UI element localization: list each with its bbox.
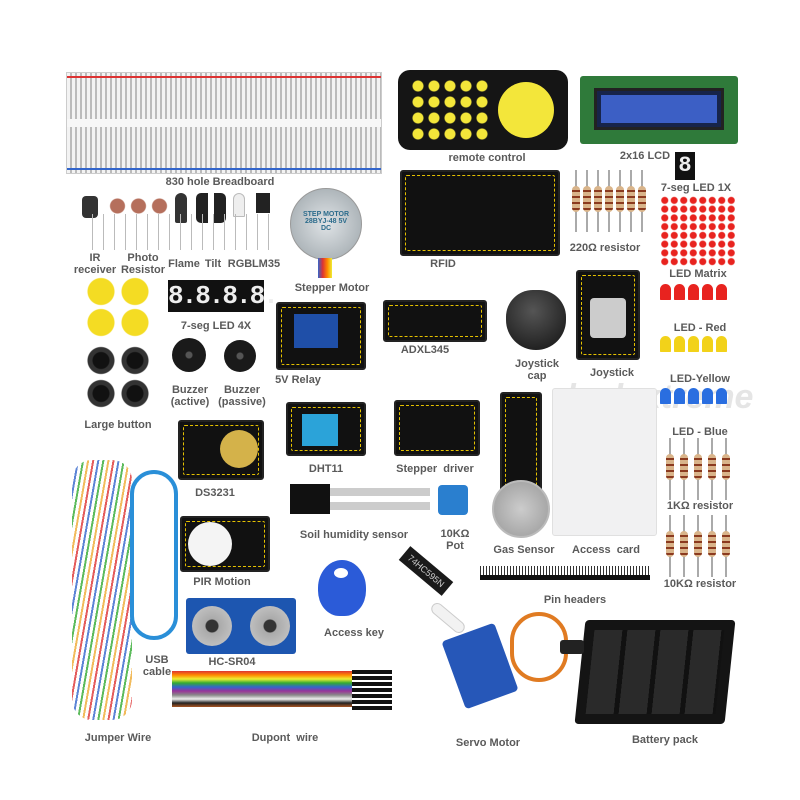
label-relay: 5V Relay — [275, 374, 321, 386]
seg-led-1x: 8 — [675, 152, 695, 180]
label-battery: Battery pack — [631, 734, 699, 746]
label-pin-headers: Pin headers — [543, 594, 607, 606]
seg-led-4x: 8.8.8.8. — [168, 280, 279, 312]
label-servo: Servo Motor — [455, 737, 521, 749]
remote-control — [398, 70, 568, 150]
label-usb: USB cable — [142, 654, 172, 678]
dupont-connectors — [352, 670, 392, 710]
label-stepper-driver: Stepper driver — [396, 463, 474, 475]
servo-motor — [441, 622, 519, 710]
label-remote: remote control — [448, 152, 526, 164]
dupont-wires — [172, 671, 352, 707]
label-adxl: ADXL345 — [400, 344, 450, 356]
chip-74hc595n: 74HC595N — [398, 546, 454, 596]
label-10k-resistor: 10KΩ resistor — [663, 578, 737, 590]
label-led-matrix: LED Matrix — [669, 268, 727, 280]
photo-resistors — [107, 198, 169, 214]
large-buttons — [84, 344, 152, 410]
label-led-red: LED - Red — [673, 322, 727, 334]
stepper-wires — [318, 258, 332, 278]
label-pir: PIR Motion — [193, 576, 251, 588]
ir-receiver — [82, 196, 98, 218]
dht11-module — [286, 402, 366, 456]
joystick-cap — [506, 290, 566, 350]
label-joystick: Joystick — [589, 367, 635, 379]
button-caps — [84, 276, 152, 338]
lcd-2x16 — [580, 76, 738, 144]
label-led-blue: LED - Blue — [672, 426, 728, 438]
label-joystick-cap: Joystick cap — [514, 358, 560, 382]
label-breadboard: 830 hole Breadboard — [165, 176, 275, 188]
pir-motion-module — [180, 516, 270, 572]
label-rfid: RFID — [430, 258, 456, 270]
label-led-yellow: LED-Yellow — [670, 373, 730, 385]
buzzer-active — [172, 338, 206, 372]
adxl345-module — [383, 300, 487, 342]
breadboard — [66, 72, 382, 174]
label-flame: Flame — [168, 258, 200, 270]
label-ds3231: DS3231 — [195, 487, 235, 499]
label-tilt: Tilt — [204, 258, 222, 270]
label-soil: Soil humidity sensor — [299, 529, 409, 541]
label-gas: Gas Sensor — [493, 544, 555, 556]
label-buzzer-passive: Buzzer (passive) — [218, 384, 266, 408]
label-rgb: RGB — [227, 258, 253, 270]
label-stepper-motor: Stepper Motor — [294, 282, 370, 294]
label-photo: Photo Resistor — [120, 252, 166, 276]
soil-humidity-sensor — [290, 484, 430, 514]
pin-headers — [480, 566, 650, 580]
relay-module — [276, 302, 366, 370]
gas-sensor-module — [500, 392, 542, 492]
usb-cable — [130, 470, 178, 640]
stepper-motor: STEP MOTOR 28BYJ-48 5V DC — [290, 188, 362, 260]
sensor-legs — [86, 214, 270, 250]
buzzer-passive — [224, 340, 256, 372]
battery-pack — [574, 620, 736, 724]
hc-sr04-module — [186, 598, 296, 654]
rfid-module — [400, 170, 560, 256]
label-buzzer-active: Buzzer (active) — [170, 384, 210, 408]
stepper-driver-module — [394, 400, 480, 456]
label-access-card: Access card — [572, 544, 640, 556]
label-220-resistor: 220Ω resistor — [569, 242, 641, 254]
joystick-module — [576, 270, 640, 360]
jumper-wires — [72, 460, 132, 720]
label-access-key: Access key — [324, 627, 384, 639]
lm35 — [256, 193, 270, 213]
access-key-fob — [318, 560, 366, 616]
gas-sensor-head — [492, 480, 550, 538]
barrel-plug — [560, 640, 584, 654]
servo-horn — [428, 600, 468, 636]
potentiometer — [438, 485, 468, 515]
label-1k-resistor: 1KΩ resistor — [666, 500, 734, 512]
label-dht11: DHT11 — [308, 463, 344, 475]
label-lcd: 2x16 LCD — [619, 150, 671, 162]
label-lm35: LM35 — [251, 258, 281, 270]
label-jumper: Jumper Wire — [84, 732, 152, 744]
label-ir: IR receiver — [73, 252, 117, 276]
label-dupont: Dupont wire — [251, 732, 319, 744]
label-pot: 10KΩ Pot — [440, 528, 470, 552]
label-seg4: 7-seg LED 4X — [180, 320, 252, 332]
access-card — [552, 388, 657, 536]
led-matrix — [660, 196, 736, 266]
label-hcsr04: HC-SR04 — [208, 656, 256, 668]
label-seg1: 7-seg LED 1X — [660, 182, 732, 194]
label-large-button: Large button — [84, 419, 152, 431]
ds3231-module — [178, 420, 264, 480]
